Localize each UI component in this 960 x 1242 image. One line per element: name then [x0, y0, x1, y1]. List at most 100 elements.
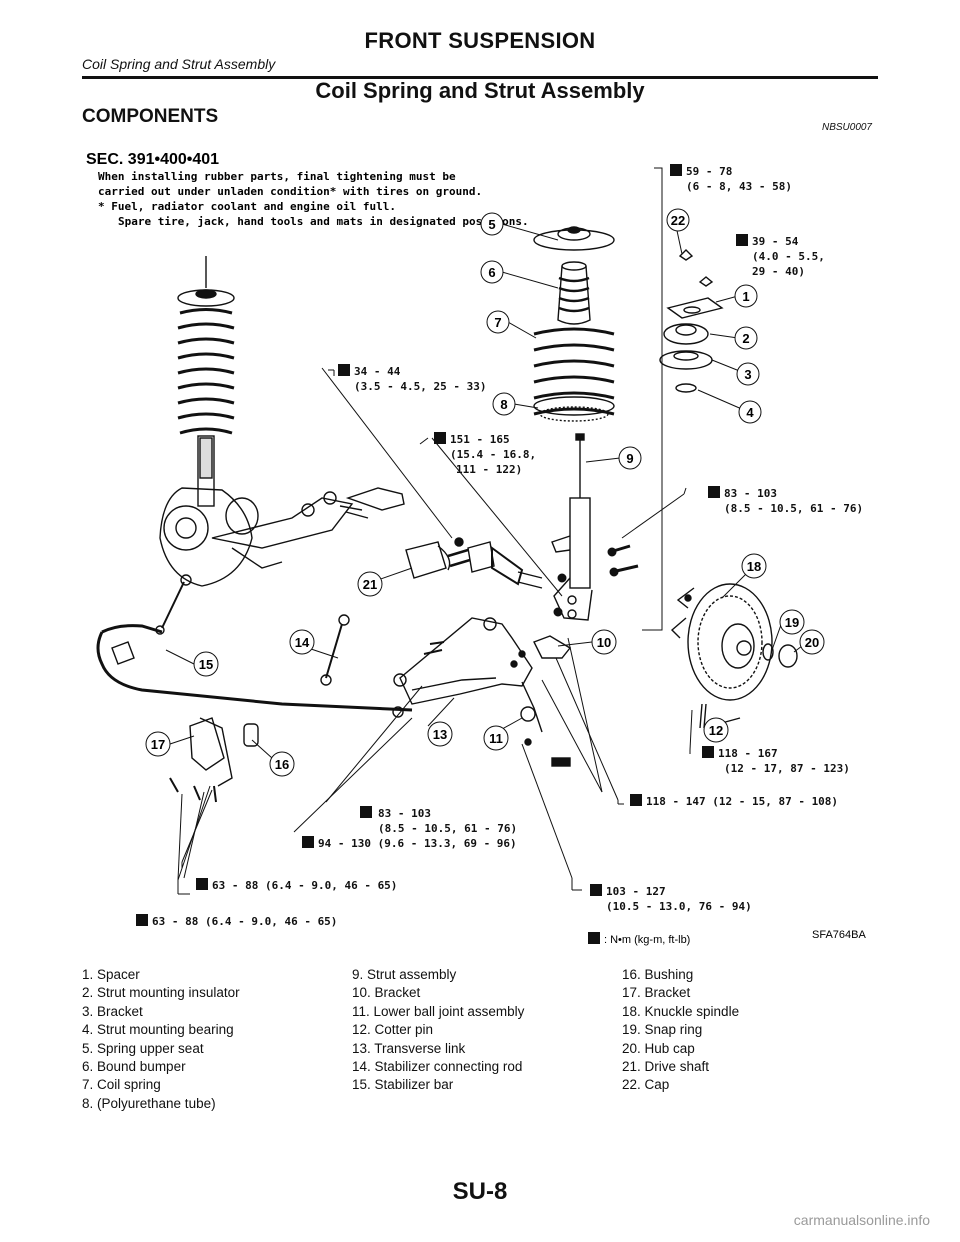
strut-bolts-drawing	[553, 544, 639, 617]
callout-13: 13	[427, 721, 453, 747]
callout-17: 17	[145, 731, 171, 757]
list-item: 8. (Polyurethane tube)	[82, 1095, 216, 1111]
torque-spec: 83 - 103 (8.5 - 10.5, 61 - 76)	[360, 806, 517, 835]
parts-column: 9. Strut assembly 10. Bracket 11. Lower …	[352, 966, 622, 1113]
list-item: 16. Bushing	[622, 967, 694, 982]
torque-value: (15.4 - 16.8,	[450, 448, 536, 461]
page-header: FRONT SUSPENSION Coil Spring and Strut A…	[82, 28, 878, 79]
wrench-icon	[588, 932, 600, 944]
transverse-link-drawing	[393, 617, 572, 746]
coil-spring-drawing	[533, 327, 615, 416]
callout-21: 21	[357, 571, 383, 597]
callout-label: 3	[744, 367, 751, 382]
wrench-icon	[196, 878, 208, 890]
torque-value: (10.5 - 13.0, 76 - 94)	[606, 900, 752, 913]
torque-value: 83 - 103	[724, 487, 777, 500]
callout-label: 12	[709, 723, 723, 738]
callout-label: 5	[488, 217, 495, 232]
wrench-icon	[590, 884, 602, 896]
callout-5: 5	[480, 212, 504, 236]
callout-label: 4	[746, 405, 754, 420]
torque-value: (8.5 - 10.5, 61 - 76)	[724, 502, 863, 515]
note-line: carried out under unladen condition* wit…	[98, 185, 482, 198]
callout-22: 22	[666, 208, 690, 232]
callout-20: 20	[799, 629, 825, 655]
callout-label: 13	[433, 727, 447, 742]
torque-spec: 94 - 130 (9.6 - 13.3, 69 - 96)	[302, 836, 517, 850]
wrench-icon	[702, 746, 714, 758]
torque-spec: 63 - 88 (6.4 - 9.0, 46 - 65)	[136, 914, 337, 928]
list-item: 3. Bracket	[82, 1003, 143, 1019]
wrench-icon	[360, 806, 372, 818]
callout-9: 9	[618, 446, 642, 470]
callout-label: 22	[671, 213, 685, 228]
torque-value: 111 - 122)	[456, 463, 522, 476]
spring-upper-seat-drawing	[533, 226, 615, 251]
polyurethane-tube-drawing	[539, 406, 609, 422]
callout-2: 2	[734, 326, 758, 350]
wrench-icon	[708, 486, 720, 498]
torque-value: 151 - 165	[450, 433, 510, 446]
note-line: * Fuel, radiator coolant and engine oil …	[98, 200, 396, 213]
callout-16: 16	[269, 751, 295, 777]
torque-value: (12 - 17, 87 - 123)	[724, 762, 850, 775]
wrench-icon	[338, 364, 350, 376]
torque-value: 118 - 147 (12 - 15, 87 - 108)	[646, 795, 838, 808]
torque-spec: 83 - 103 (8.5 - 10.5, 61 - 76)	[708, 486, 863, 515]
torque-value: 59 - 78	[686, 165, 732, 178]
strut-assembly-drawing	[551, 433, 593, 621]
drive-shaft-drawing	[405, 537, 543, 589]
callout-10: 10	[591, 629, 617, 655]
wrench-icon	[302, 836, 314, 848]
callout-7: 7	[486, 310, 510, 334]
parts-column: 1. Spacer 2. Strut mounting insulator 3.…	[82, 966, 352, 1113]
callout-11: 11	[483, 725, 509, 751]
callout-8: 8	[492, 392, 516, 416]
bound-bumper-drawing	[557, 261, 591, 325]
torque-spec: 59 - 78 (6 - 8, 43 - 58)	[670, 164, 792, 193]
list-item: 2. Strut mounting insulator	[82, 985, 240, 1001]
torque-spec: 34 - 44 (3.5 - 4.5, 25 - 33)	[338, 364, 486, 393]
callout-label: 11	[489, 731, 503, 746]
callout-19: 19	[779, 609, 805, 635]
callout-label: 1	[742, 289, 749, 304]
torque-spec: 118 - 147 (12 - 15, 87 - 108)	[630, 794, 838, 808]
callouts: 1 2 3 4 5 6 7 8 9 10 11 12 13 14 15 16 1…	[145, 208, 825, 777]
list-item: 20. Hub cap	[622, 1040, 695, 1056]
torque-value: 94 - 130 (9.6 - 13.3, 69 - 96)	[318, 837, 517, 850]
wrench-icon	[630, 794, 642, 806]
list-item: 4. Strut mounting bearing	[82, 1022, 234, 1038]
torque-spec: 63 - 88 (6.4 - 9.0, 46 - 65)	[196, 878, 397, 892]
callout-label: 18	[747, 559, 761, 574]
list-item: 6. Bound bumper	[82, 1059, 186, 1075]
parts-list: 1. Spacer 2. Strut mounting insulator 3.…	[82, 966, 878, 1113]
figure-id: SFA764BA	[812, 929, 866, 941]
torque-value: (3.5 - 4.5, 25 - 33)	[354, 380, 486, 393]
parts-column: 16. Bushing 17. Bracket 18. Knuckle spin…	[622, 966, 878, 1113]
callout-label: 7	[494, 315, 501, 330]
list-item: 19. Snap ring	[622, 1022, 703, 1038]
callout-label: 15	[199, 657, 213, 672]
callout-1: 1	[734, 284, 758, 308]
wrench-icon	[736, 234, 748, 246]
header-title: FRONT SUSPENSION	[364, 28, 596, 53]
torque-value: 103 - 127	[606, 885, 666, 898]
bushing-bracket-drawing	[169, 717, 259, 803]
torque-spec: 39 - 54 (4.0 - 5.5, 29 - 40)	[736, 234, 825, 278]
mount-parts-drawing	[659, 249, 724, 393]
torque-value: 63 - 88 (6.4 - 9.0, 46 - 65)	[212, 879, 397, 892]
sec-label: SEC. 391•400•401	[86, 151, 219, 168]
torque-spec: 151 - 165 (15.4 - 16.8, 111 - 122)	[434, 432, 536, 476]
callout-label: 2	[742, 331, 749, 346]
callout-label: 20	[805, 635, 819, 650]
bracket-line	[642, 167, 663, 631]
callout-label: 19	[785, 615, 799, 630]
callout-label: 16	[275, 757, 289, 772]
components-diagram: SEC. 391•400•401 When installing rubber …	[82, 138, 878, 950]
list-item: 10. Bracket	[352, 985, 421, 1001]
callout-label: 17	[151, 737, 165, 752]
callout-18: 18	[741, 553, 767, 579]
note-line: When installing rubber parts, final tigh…	[98, 170, 456, 183]
torque-spec: 103 - 127 (10.5 - 13.0, 76 - 94)	[590, 884, 752, 913]
section-title: COMPONENTS	[82, 106, 219, 127]
